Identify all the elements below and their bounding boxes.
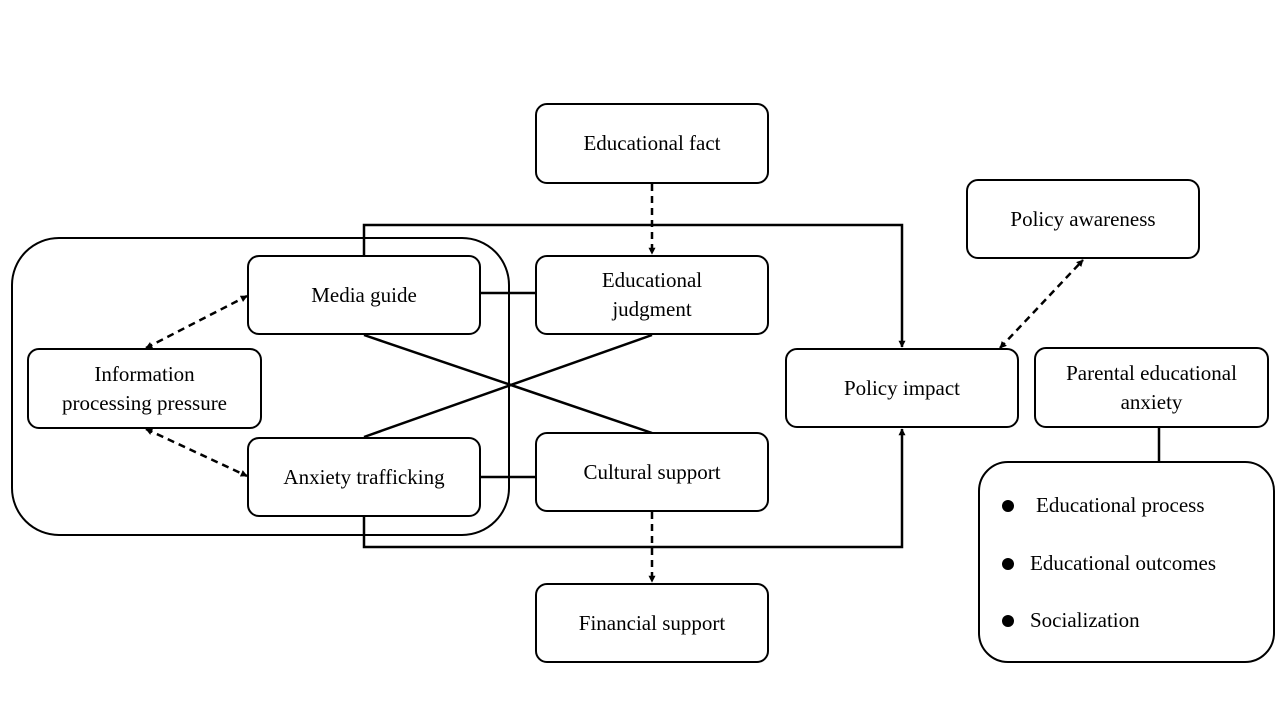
educational-fact-label: Educational fact (583, 131, 721, 155)
list-item-label: Socialization (1030, 608, 1140, 632)
list-item-label: Educational outcomes (1030, 551, 1217, 575)
link-policy-awareness (999, 259, 1084, 349)
bullet-icon (1002, 614, 1014, 627)
information-pressure-node: Information processing pressure (27, 348, 262, 429)
anxiety-trafficking-label: Anxiety trafficking (283, 464, 445, 489)
bullet-icon (1002, 557, 1014, 570)
educational-judgment-label-line2: judgment (612, 297, 692, 321)
cultural-support-label: Cultural support (583, 459, 721, 484)
bullet-icon (1002, 499, 1014, 512)
list-item-socialization: Socialization (1002, 608, 1140, 633)
educational-judgment-label-line1: Educational (601, 268, 703, 292)
policy-awareness-node: Policy awareness (966, 179, 1200, 259)
parental-anxiety-node: Parental educational anxiety (1034, 347, 1269, 428)
media-guide-label: Media guide (311, 282, 417, 307)
media-group-frame (11, 237, 510, 536)
link-anxiety-policy (362, 428, 906, 549)
list-item-educational-process: Educational process (1002, 493, 1205, 518)
policy-impact-label: Policy impact (843, 375, 961, 400)
list-item-label: Educational process (1036, 493, 1205, 517)
link-info-anxiety (145, 427, 248, 478)
link-media-policy (362, 223, 906, 348)
information-pressure-label-line1: Information (94, 361, 195, 386)
policy-awareness-label: Policy awareness (1010, 206, 1156, 231)
parental-anxiety-label-line2: anxiety (1120, 389, 1183, 414)
educational-fact-node: Educational fact (535, 103, 769, 184)
link-info-media (145, 294, 248, 350)
financial-support-node: Financial support (535, 583, 769, 663)
cultural-support-node: Cultural support (535, 432, 769, 512)
anxiety-trafficking-node: Anxiety trafficking (247, 437, 481, 517)
list-item-educational-outcomes: Educational outcomes (1002, 551, 1216, 576)
policy-impact-node: Policy impact (785, 348, 1019, 428)
media-guide-node: Media guide (247, 255, 481, 335)
information-pressure-label-line2: processing pressure (61, 390, 228, 415)
parental-anxiety-label-line1: Parental educational (1066, 360, 1237, 385)
anxiety-components-box: Educational process Educational outcomes… (978, 461, 1275, 663)
financial-support-label: Financial support (578, 610, 726, 635)
educational-judgment-node: Educational judgment (535, 255, 769, 335)
